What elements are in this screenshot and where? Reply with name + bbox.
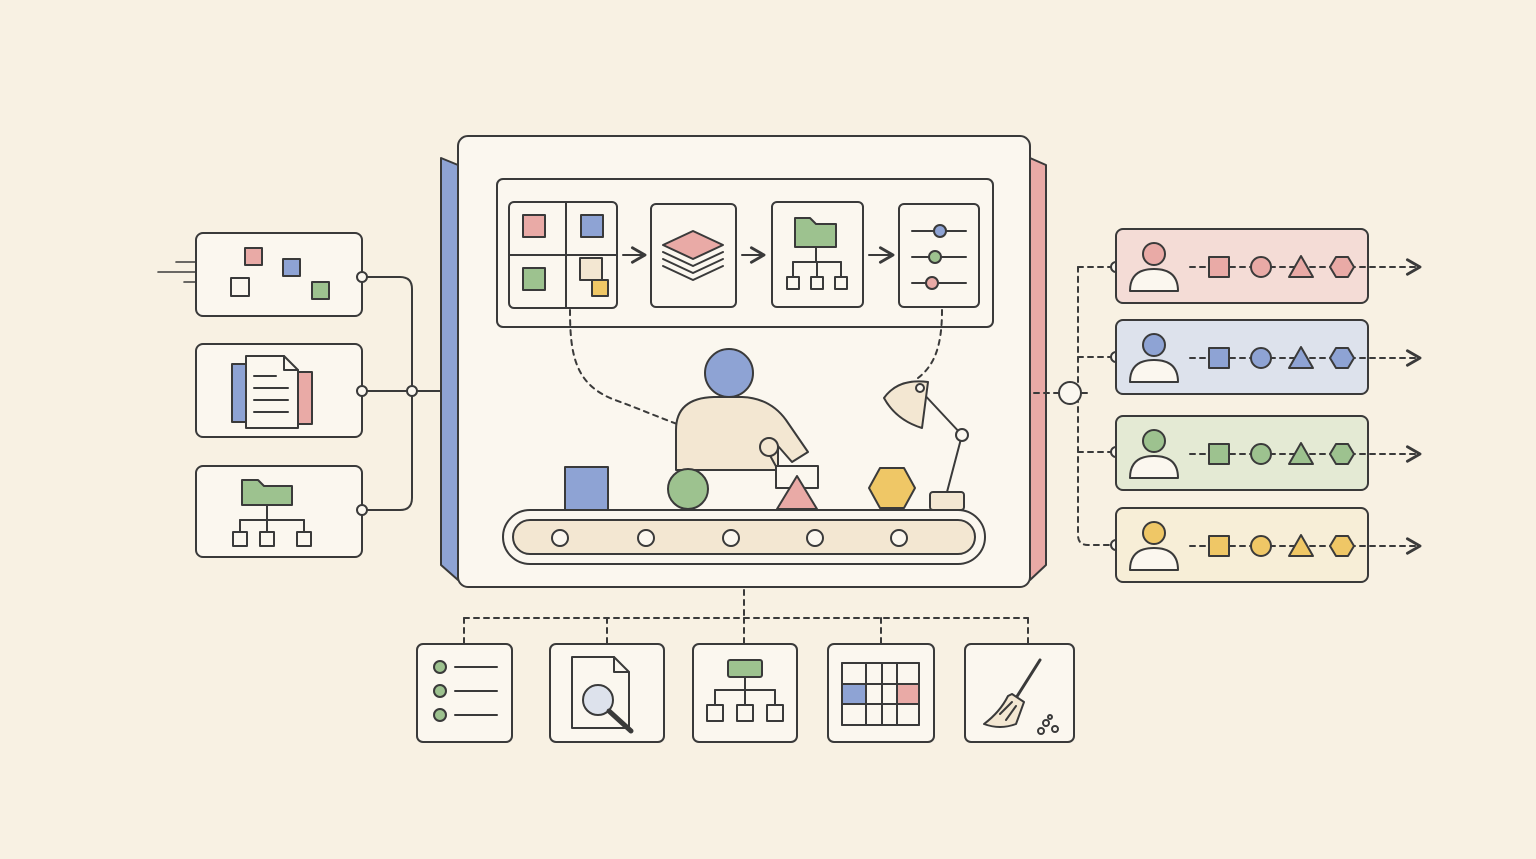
triangle-icon bbox=[1288, 442, 1314, 465]
flow-dashed-line bbox=[917, 309, 943, 379]
triangle-icon bbox=[1288, 534, 1314, 557]
triangle-icon bbox=[1288, 346, 1314, 369]
circle-icon bbox=[1250, 443, 1272, 465]
document-stack-icon bbox=[231, 355, 313, 429]
circle-icon bbox=[1250, 535, 1272, 557]
input-connector-lines bbox=[356, 271, 459, 516]
tool-card-inspect bbox=[549, 643, 665, 743]
sliders-icon bbox=[911, 224, 967, 290]
worker-icon bbox=[675, 348, 819, 489]
output-connector-lines bbox=[1033, 266, 1117, 546]
folder-hierarchy-icon bbox=[232, 479, 312, 547]
checklist-icon bbox=[433, 660, 498, 722]
input-card-frame bbox=[195, 232, 363, 317]
output-recipient-rows bbox=[1115, 228, 1422, 583]
hexagon-icon bbox=[1329, 347, 1355, 369]
triangle-icon bbox=[1288, 255, 1314, 278]
panel-left-wing bbox=[440, 157, 459, 581]
user-icon bbox=[1129, 521, 1179, 571]
user-icon bbox=[1129, 333, 1179, 383]
square-icon bbox=[1208, 256, 1230, 278]
hexagon-item bbox=[868, 467, 916, 509]
tool-card-hierarchy bbox=[692, 643, 798, 743]
input-scattered-items-card bbox=[157, 232, 363, 317]
output-row-blue bbox=[1115, 319, 1422, 395]
desk-lamp-icon bbox=[883, 380, 969, 511]
user-icon bbox=[1129, 429, 1179, 479]
output-row-yellow bbox=[1115, 507, 1422, 583]
pipeline-step-layers bbox=[650, 203, 737, 308]
panel-right-wing bbox=[1029, 157, 1047, 581]
scattered-squares-icon bbox=[230, 247, 330, 300]
workshop-items bbox=[564, 466, 916, 511]
sorting-grid-icon bbox=[508, 201, 618, 309]
pipeline-step-sorting bbox=[508, 201, 618, 309]
input-documents-card bbox=[195, 343, 363, 438]
pipeline-strip bbox=[496, 178, 994, 328]
square-icon bbox=[1208, 535, 1230, 557]
tool-card-cleanup bbox=[964, 643, 1075, 743]
layers-icon bbox=[662, 230, 724, 281]
tools-connector-lines bbox=[463, 589, 1029, 644]
document-search-icon bbox=[571, 656, 634, 734]
hexagon-icon bbox=[1329, 256, 1355, 278]
square-icon bbox=[1208, 347, 1230, 369]
folder-hierarchy-icon bbox=[786, 217, 848, 290]
hexagon-icon bbox=[1329, 535, 1355, 557]
square-icon bbox=[1208, 443, 1230, 465]
circle-icon bbox=[1250, 256, 1272, 278]
hexagon-icon bbox=[1329, 443, 1355, 465]
output-row-pink bbox=[1115, 228, 1422, 304]
central-workstation bbox=[440, 135, 1047, 588]
output-row-green bbox=[1115, 415, 1422, 491]
tool-card-checklist bbox=[416, 643, 513, 743]
circle-icon bbox=[1250, 347, 1272, 369]
broom-icon bbox=[983, 658, 1059, 735]
hierarchy-icon bbox=[706, 659, 784, 722]
pipeline-step-organize bbox=[771, 201, 864, 308]
pipeline-step-tuning bbox=[898, 203, 980, 308]
output-connector-dots bbox=[1110, 261, 1122, 551]
tool-card-table bbox=[827, 643, 935, 743]
table-grid-icon bbox=[841, 662, 920, 726]
conveyor-belt-icon bbox=[502, 509, 986, 565]
input-folders-card bbox=[195, 465, 363, 558]
output-junction-node bbox=[1058, 381, 1082, 405]
square-item bbox=[564, 466, 609, 511]
input-card-frame bbox=[195, 465, 363, 558]
user-icon bbox=[1129, 242, 1179, 292]
circle-item bbox=[667, 468, 709, 510]
